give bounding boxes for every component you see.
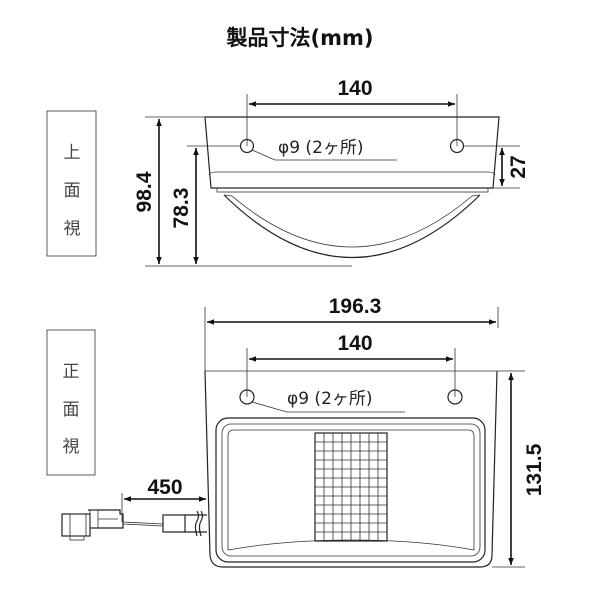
cable-break-mark — [194, 510, 204, 537]
front-view-label-char: 正 — [63, 362, 80, 382]
front-view-label-char: 面 — [63, 400, 80, 420]
led-grid — [314, 432, 388, 542]
cable-wire — [122, 521, 164, 525]
dimension-hole-offset: 27 — [507, 155, 530, 178]
cable-wire — [122, 523, 164, 527]
cable-sleeve — [162, 514, 186, 533]
top-view-label-char: 上 — [64, 143, 81, 163]
dimension-height: 131.5 — [523, 443, 546, 496]
front-view-label-char: 視 — [63, 437, 80, 457]
drawing-title: 製品寸法(mm) — [226, 26, 374, 50]
top-view-lens-outer — [223, 194, 481, 259]
dimension-hole-pitch: 140 — [337, 332, 372, 355]
dimension-cable-length: 450 — [147, 476, 182, 499]
top-view-lens-inner — [231, 195, 473, 248]
dimension-total-depth: 98.4 — [133, 171, 156, 212]
lens-inner-frame — [227, 429, 475, 551]
top-view-label-char: 面 — [64, 181, 81, 201]
front-view: 正 面 視 196.3 140 φ9 (2ヶ所) 131.5 450 — [46, 295, 546, 568]
top-view-lens-edge — [223, 194, 481, 197]
top-view-label-box — [46, 110, 97, 257]
dimension-depth-from-holes: 78.3 — [170, 188, 193, 229]
hole-note: φ9 (2ヶ所) — [278, 138, 364, 158]
cable-connector — [61, 509, 124, 541]
top-view-label-char: 視 — [64, 219, 81, 239]
front-view-body — [204, 370, 498, 568]
front-view-label-box — [46, 329, 96, 476]
leader-line — [251, 149, 397, 161]
lens-middle-frame — [221, 423, 481, 557]
dimension-hole-pitch: 140 — [337, 77, 372, 100]
lens-outer-frame — [215, 417, 486, 563]
hole-note: φ9 (2ヶ所) — [287, 389, 373, 409]
top-view: 上 面 視 140 φ9 (2ヶ所) 98.4 78.3 27 — [46, 77, 530, 267]
dimension-total-width: 196.3 — [329, 295, 382, 318]
top-view-flange — [216, 187, 489, 193]
leader-line — [251, 401, 405, 413]
top-view-body-inner-line — [208, 171, 496, 176]
